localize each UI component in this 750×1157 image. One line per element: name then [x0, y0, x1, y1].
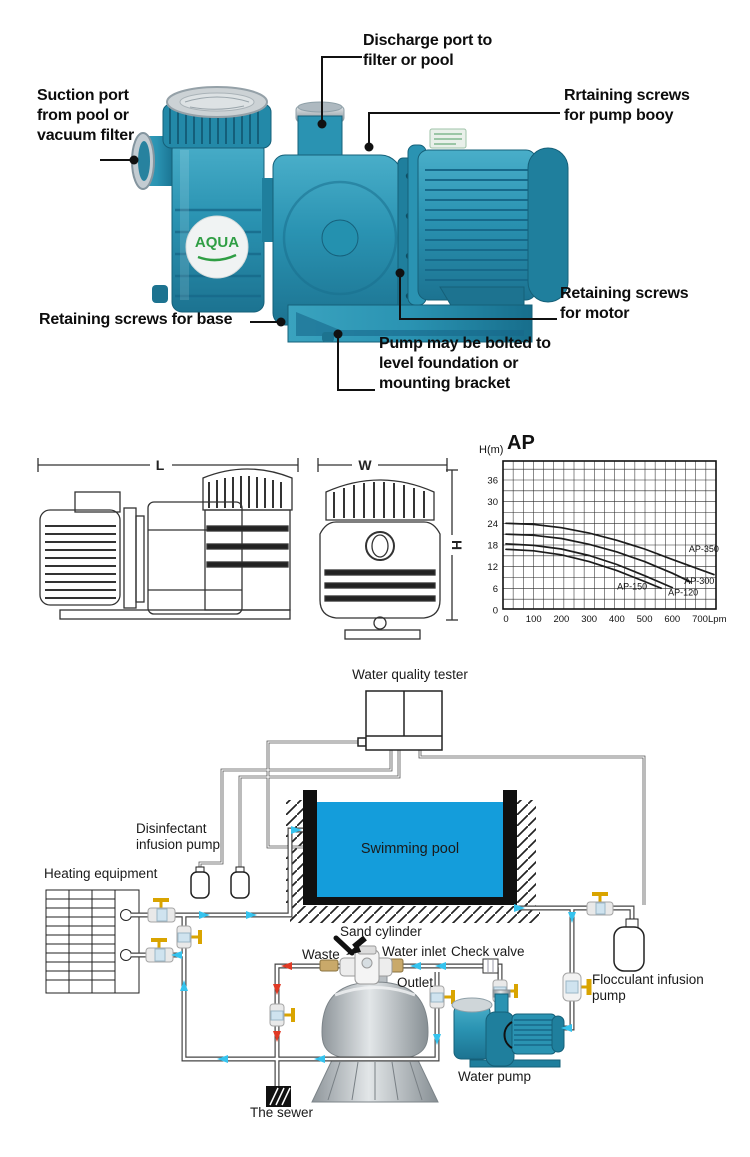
curve-label-AP-300: AP-300 — [684, 576, 714, 586]
curve-AP-300 — [505, 533, 692, 583]
check-valve-body — [482, 958, 499, 974]
curve-label-AP-150: AP-150 — [617, 582, 647, 592]
pump-base — [287, 286, 533, 343]
multiport-valve — [333, 935, 393, 985]
label-flocculant-infusion-pump: Flocculant infusion pump — [592, 972, 704, 1003]
label-disinfectant-infusion-pump: Disinfectant infusion pump — [136, 821, 221, 852]
motor-end-cap — [527, 147, 569, 303]
chart-title: AP — [507, 432, 535, 454]
pool-water — [317, 802, 503, 899]
svg-text:600: 600 — [664, 614, 680, 625]
callout-retaining-screws-pump-body: Rrtaining screws for pump booy — [564, 87, 690, 124]
label-waste: Waste — [302, 947, 340, 962]
label-water-inlet: Water inlet — [382, 944, 447, 959]
sand-filter-tank — [311, 975, 439, 1103]
svg-text:AQUA: AQUA — [195, 234, 239, 251]
tester-wires — [198, 740, 646, 905]
water-pump-illustration — [451, 989, 565, 1068]
svg-text:300: 300 — [581, 614, 597, 625]
motor — [407, 128, 569, 306]
svg-text:18: 18 — [487, 541, 498, 552]
strainer-pot: AQUA — [131, 86, 272, 313]
valve-pool-return — [586, 892, 614, 916]
valve-waste — [269, 1003, 295, 1027]
svg-text:700: 700 — [692, 614, 708, 625]
svg-text:24: 24 — [487, 519, 498, 530]
label-heating-equipment: Heating equipment — [44, 866, 158, 881]
dimension-label-width: W — [358, 457, 372, 473]
callout-suction-port: Suction port from pool or vacuum filter — [37, 87, 134, 144]
label-check-valve: Check valve — [451, 944, 525, 959]
valve-bypass-riser — [176, 925, 202, 949]
pump-body-volute — [262, 101, 421, 326]
swimming-pool — [286, 790, 540, 923]
sand-cylinder-arrow — [346, 935, 367, 955]
heating-equipment-grid — [45, 889, 140, 994]
label-water-pump: Water pump — [458, 1069, 532, 1084]
svg-text:36: 36 — [487, 476, 498, 487]
curve-label-AP-120: AP-120 — [668, 588, 698, 598]
dimension-drawings: L W H — [37, 457, 465, 640]
dimension-label-length: L — [156, 457, 165, 473]
curve-AP-350 — [505, 522, 715, 576]
dimension-label-height: H — [449, 540, 465, 550]
pool-pump-photo: AQUA — [100, 56, 569, 391]
svg-text:30: 30 — [487, 497, 498, 508]
label-swimming-pool: Swimming pool — [360, 841, 460, 857]
sewer-box — [266, 1086, 291, 1107]
disinfectant-bottle — [230, 866, 250, 899]
system-schematic — [45, 690, 646, 1107]
heater-port-top — [120, 909, 132, 921]
chart-x-unit: Lpm — [708, 614, 727, 625]
curve-AP-120 — [505, 548, 663, 590]
flocculant-bottle — [613, 918, 645, 972]
heater-port-bottom — [120, 949, 132, 961]
label-outlet: Outlet — [397, 975, 434, 990]
svg-text:400: 400 — [609, 614, 625, 625]
svg-text:6: 6 — [493, 584, 498, 595]
callout-discharge-port: Discharge port to filter or pool — [363, 32, 493, 69]
dimension-drawing-front-view — [317, 458, 458, 640]
water-quality-tester-box — [357, 690, 443, 751]
curve-label-AP-350: AP-350 — [689, 544, 719, 554]
aqua-logo: AQUA — [185, 215, 249, 279]
svg-text:500: 500 — [637, 614, 653, 625]
valve-flocculant — [562, 972, 592, 1002]
svg-text:0: 0 — [493, 606, 498, 617]
svg-text:100: 100 — [526, 614, 542, 625]
disinfectant-bottle — [190, 866, 210, 899]
chart-y-axis-label: H(m) — [479, 444, 504, 456]
dimension-drawing-side-view — [37, 458, 299, 620]
curve-AP-150 — [505, 543, 674, 589]
waste-connector — [319, 959, 339, 972]
valve-filter-outlet — [429, 985, 455, 1009]
callout-bolt-foundation: Pump may be bolted to level foundation o… — [379, 335, 551, 392]
callout-retaining-screws-base: Retaining screws for base — [39, 311, 233, 328]
label-sand-cylinder: Sand cylinder — [340, 924, 422, 939]
svg-text:0: 0 — [503, 614, 508, 625]
svg-text:200: 200 — [553, 614, 569, 625]
valve-heater-top — [147, 898, 176, 923]
label-the-sewer: The sewer — [250, 1105, 314, 1120]
valve-heater-bottom — [145, 938, 174, 963]
label-water-quality-tester: Water quality tester — [352, 667, 468, 682]
svg-text:12: 12 — [487, 562, 498, 573]
callout-retaining-screws-motor: Retaining screws for motor — [560, 285, 689, 322]
callout-lines — [100, 56, 560, 391]
